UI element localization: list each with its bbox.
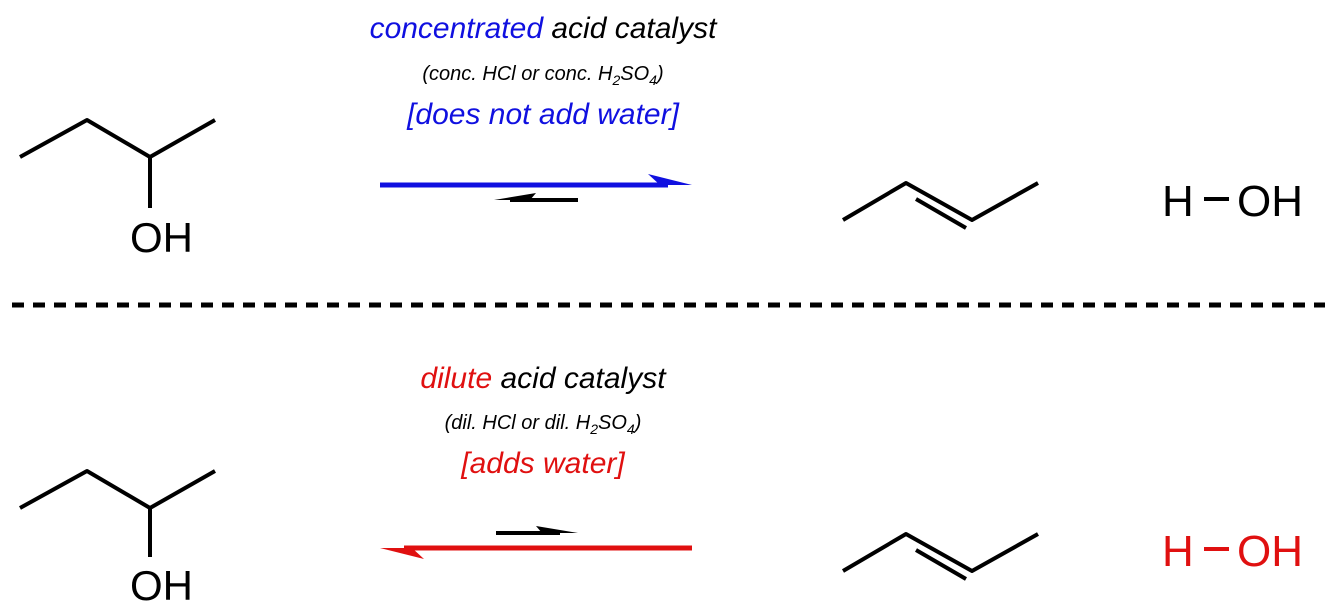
bottom-water-oh: OH xyxy=(1237,527,1303,576)
top-equilibrium-arrows xyxy=(380,174,692,202)
top-condition-note: [does not add water] xyxy=(406,98,680,131)
top-reverse-arrowhead xyxy=(494,193,536,200)
top-forward-arrowhead xyxy=(648,174,692,185)
bottom-forward-arrowhead xyxy=(536,526,578,533)
bottom-condition-note: [adds water] xyxy=(460,447,625,480)
bottom-condition-rest: acid catalyst xyxy=(492,362,667,395)
bottom-equilibrium-arrows xyxy=(380,526,692,559)
bottom-reactant-butanol xyxy=(19,469,216,557)
bottom-reactant-carbon-chain xyxy=(19,469,216,510)
top-water-oh: OH xyxy=(1237,177,1303,226)
bottom-reverse-arrowhead xyxy=(380,548,424,559)
top-water: H OH xyxy=(1162,177,1303,226)
top-condition-title: concentrated acid catalyst xyxy=(370,12,719,45)
top-reactant-oh-label: OH xyxy=(130,214,193,261)
top-condition-emphasis: concentrated xyxy=(370,12,545,45)
bottom-product-double-bond-line xyxy=(914,548,968,581)
bottom-water-h: H xyxy=(1162,527,1194,576)
bottom-product-butene xyxy=(841,532,1039,581)
bottom-condition-examples: (dil. HCl or dil. H2SO4) xyxy=(445,412,642,437)
bottom-product-carbon-chain xyxy=(841,532,1039,573)
top-condition-rest: acid catalyst xyxy=(543,12,718,45)
bottom-water: H OH xyxy=(1162,527,1303,576)
top-condition-examples: (conc. HCl or conc. H2SO4) xyxy=(422,63,663,88)
top-product-carbon-chain xyxy=(841,181,1039,222)
bottom-condition-title: dilute acid catalyst xyxy=(420,362,667,395)
top-product-double-bond-line xyxy=(914,197,968,230)
top-reactant-carbon-chain xyxy=(19,118,216,159)
top-product-butene xyxy=(841,181,1039,230)
bottom-reaction: dilute acid catalyst (dil. HCl or dil. H… xyxy=(19,362,1303,609)
top-water-h: H xyxy=(1162,177,1194,226)
bottom-condition-emphasis: dilute xyxy=(420,362,492,395)
top-reactant-butanol xyxy=(19,118,216,208)
top-reaction: concentrated acid catalyst (conc. HCl or… xyxy=(19,12,1303,261)
bottom-reactant-oh-label: OH xyxy=(130,562,193,609)
